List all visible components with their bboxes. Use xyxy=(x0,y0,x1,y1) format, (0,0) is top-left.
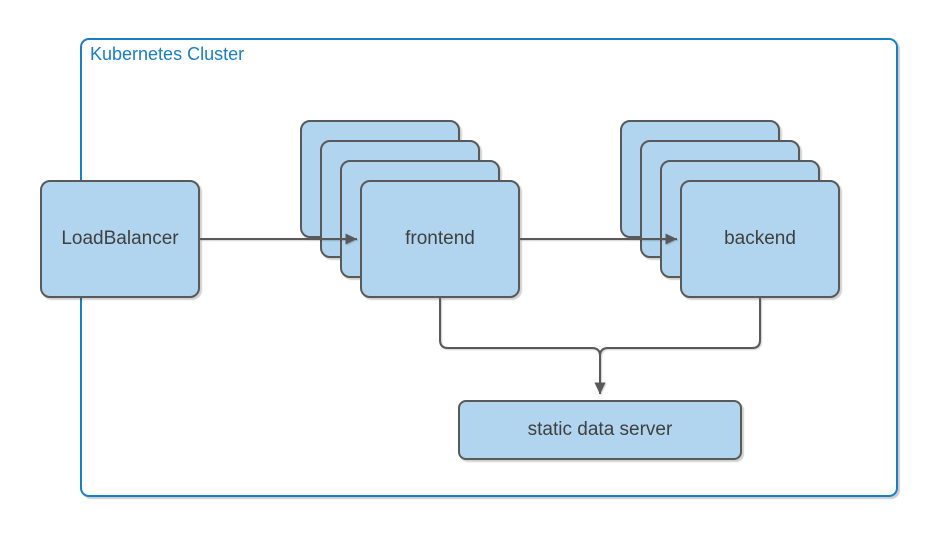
cluster-label: Kubernetes Cluster xyxy=(90,44,245,64)
node-static-data-server-label: static data server xyxy=(527,419,673,440)
node-loadbalancer: LoadBalancer xyxy=(40,180,200,298)
node-loadbalancer-label: LoadBalancer xyxy=(61,228,179,249)
node-static-data-server: static data server xyxy=(458,400,742,460)
node-frontend-label: frontend xyxy=(405,228,475,249)
node-frontend: frontend xyxy=(360,180,520,298)
node-backend: backend xyxy=(680,180,840,298)
node-backend-label: backend xyxy=(724,228,796,249)
